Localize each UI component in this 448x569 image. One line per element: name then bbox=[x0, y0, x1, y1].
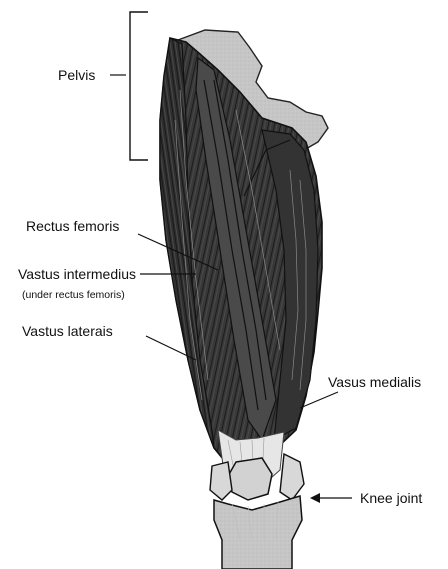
femur-condyle-right bbox=[280, 454, 304, 500]
patella bbox=[228, 458, 272, 500]
femur-condyle-left bbox=[210, 462, 232, 500]
vastus-intermedius-note: (under rectus femoris) bbox=[22, 289, 125, 301]
vastus-intermedius-label: Vastus intermedius bbox=[18, 266, 136, 282]
pelvis-bracket bbox=[130, 12, 148, 160]
vastus-laterais-label: Vastus laterais bbox=[22, 323, 113, 339]
pelvis-label: Pelvis bbox=[58, 67, 95, 83]
knee-joint-label: Knee joint bbox=[360, 490, 422, 506]
tibia bbox=[214, 496, 302, 569]
knee-joint-arrowhead bbox=[310, 493, 320, 503]
vasus-medialis-label: Vasus medialis bbox=[328, 374, 421, 390]
rectus-femoris-label: Rectus femoris bbox=[26, 218, 119, 234]
